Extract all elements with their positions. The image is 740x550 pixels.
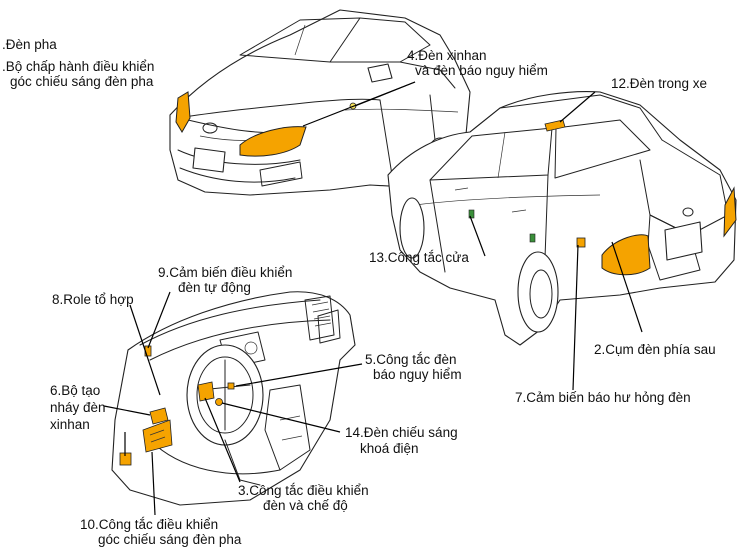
rear-tail-light-left [601, 234, 651, 276]
door-switch-front [468, 209, 475, 219]
label-headlight: .Đèn pha [2, 37, 57, 52]
label-hazard-switch-line2: báo nguy hiểm [373, 367, 462, 382]
hazard-switch [227, 382, 235, 390]
combination-switch [197, 381, 215, 402]
label-hazard-switch-line1: 5.Công tắc đèn [365, 352, 457, 367]
label-auto-sensor-line1: 9.Cảm biến điều khiển [158, 265, 293, 280]
leveling-switch [142, 419, 173, 453]
label-flasher-line2: nháy đèn [50, 400, 106, 415]
label-auto-sensor-line2: đèn tự động [178, 280, 251, 295]
label-turn-signal-line2: và đèn báo nguy hiểm [415, 63, 548, 78]
front-car-illustration [169, 9, 471, 203]
label-flasher-line1: 6.Bộ tạo [50, 383, 101, 398]
label-flasher-line3: xinhan [50, 417, 90, 432]
label-failure-sensor: 7.Cảm biến báo hư hỏng đèn [515, 390, 691, 405]
label-interior-light: 12.Đèn trong xe [611, 76, 708, 91]
label-leveling-actuator-line2: góc chiếu sáng đèn pha [10, 74, 154, 89]
flasher-unit [149, 407, 169, 425]
label-door-switch: 13.Công tắc cửa [369, 250, 469, 265]
label-leveling-actuator-line1: .Bộ chấp hành điều khiển [2, 59, 155, 74]
label-leveling-switch-line2: góc chiếu sáng đèn pha [98, 532, 242, 547]
dashboard-illustration [111, 291, 356, 506]
label-rear-light: 2.Cụm đèn phía sau [594, 342, 716, 357]
label-turn-signal-line1: 4.Đèn xinhan [407, 48, 487, 63]
label-leveling-switch-line1: 10.Công tắc điều khiển [80, 517, 219, 532]
label-ignition-light-line1: 14.Đèn chiếu sáng [345, 425, 458, 440]
label-control-switch-line2: đèn và chế độ [263, 498, 348, 513]
label-control-switch-line1: 3.Công tắc điều khiển [238, 483, 369, 498]
door-switch-rear [529, 233, 536, 243]
left-headlight [175, 91, 191, 133]
right-headlight [239, 126, 307, 157]
label-combination-relay: 8.Role tổ hợp [52, 292, 134, 307]
rear-car-illustration [387, 91, 737, 346]
leader-lines [103, 81, 643, 516]
interior-lamp [544, 119, 566, 132]
label-ignition-light-line2: khoá điện [360, 441, 419, 456]
rear-tail-light-right [723, 186, 737, 238]
ignition-light [215, 398, 223, 406]
